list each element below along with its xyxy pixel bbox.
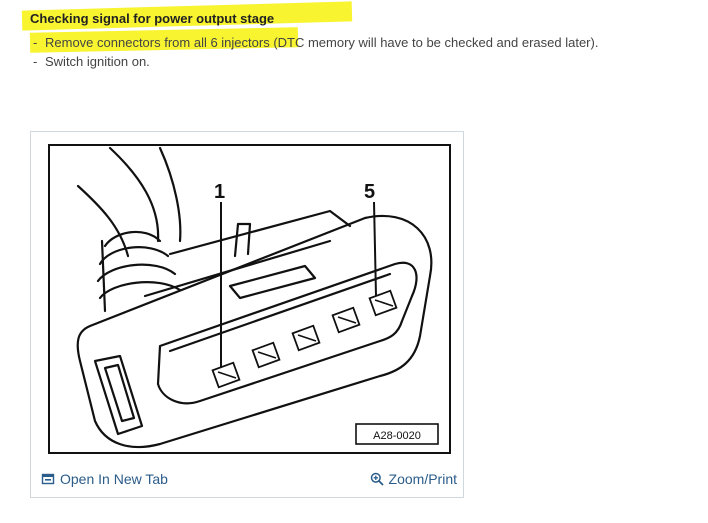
- step-item: -Remove connectors from all 6 injectors …: [33, 35, 598, 50]
- open-in-new-tab-label: Open In New Tab: [60, 471, 168, 487]
- callout-label: 5: [364, 181, 375, 203]
- figure-card: 1 5 A28-0020 Open In New Tab Zoom/Print: [30, 131, 464, 498]
- connector-illustration[interactable]: 1 5 A28-0020: [48, 144, 451, 454]
- step-text: Switch ignition on.: [45, 54, 150, 69]
- step-item: -Switch ignition on.: [33, 54, 150, 69]
- injector-connector-drawing: 1 5 A28-0020: [76, 146, 439, 449]
- step-highlighted-text: Remove connectors from all 6 injectors: [45, 35, 270, 50]
- open-new-tab-icon: [41, 473, 55, 485]
- figure-code: A28-0020: [373, 430, 421, 442]
- open-in-new-tab-link[interactable]: Open In New Tab: [41, 471, 168, 487]
- step-dash: -: [33, 35, 38, 50]
- step-text: (DTC memory will have to be checked and …: [269, 35, 599, 50]
- zoom-in-icon: [370, 472, 384, 486]
- zoom-print-link[interactable]: Zoom/Print: [370, 471, 457, 487]
- step-dash: -: [33, 54, 38, 69]
- callout-label: 1: [214, 181, 225, 203]
- section-heading: Checking signal for power output stage: [30, 11, 275, 26]
- zoom-print-label: Zoom/Print: [388, 471, 457, 487]
